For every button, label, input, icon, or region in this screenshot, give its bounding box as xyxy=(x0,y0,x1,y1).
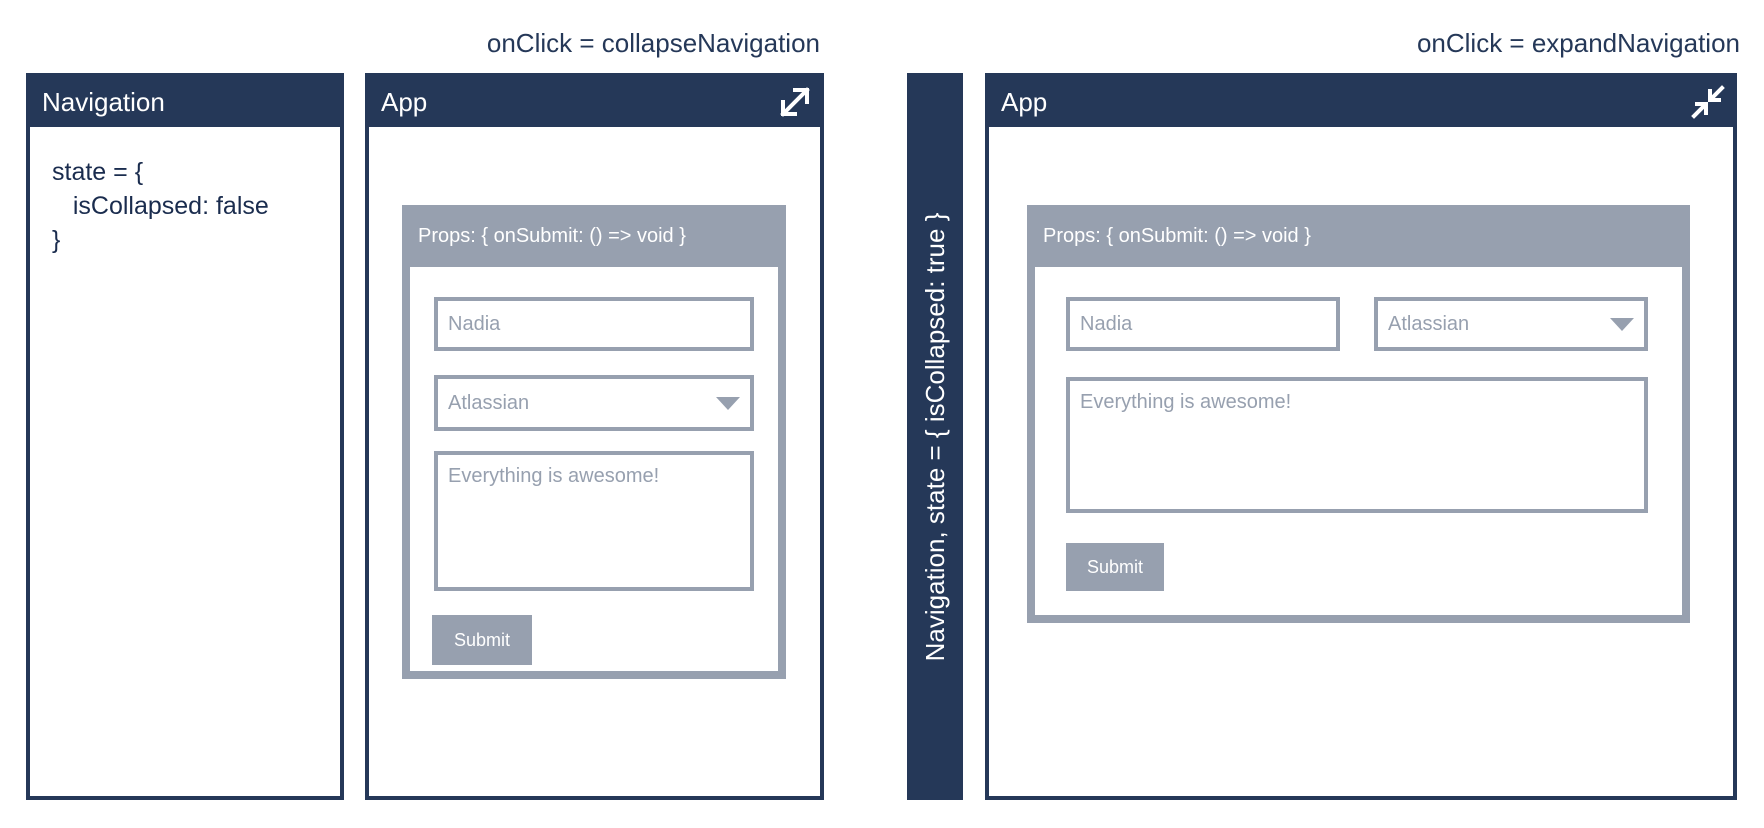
code-line: isCollapsed: false xyxy=(52,192,269,220)
message-textarea[interactable]: Everything is awesome! xyxy=(1066,377,1648,513)
props-label: Props: { onSubmit: () => void } xyxy=(402,205,786,267)
company-select[interactable]: Atlassian xyxy=(434,375,754,431)
app-panel-right: App Props: { onSubmit: () => void } Nadi… xyxy=(985,73,1737,800)
company-select-value: Atlassian xyxy=(448,391,530,414)
code-line: } xyxy=(52,226,61,254)
company-select-value: Atlassian xyxy=(1388,312,1470,335)
collapsed-navigation[interactable]: Navigation, state = { isCollapsed: true … xyxy=(907,73,963,800)
app-header: App xyxy=(989,77,1733,127)
navigation-title: Navigation xyxy=(42,87,165,117)
collapse-icon[interactable] xyxy=(1689,83,1727,121)
props-label: Props: { onSubmit: () => void } xyxy=(1027,205,1690,267)
navigation-header: Navigation xyxy=(30,77,340,127)
collapsed-navigation-label: Navigation, state = { isCollapsed: true … xyxy=(920,212,950,661)
app-title: App xyxy=(381,87,428,117)
chevron-down-icon xyxy=(1610,318,1634,331)
name-input[interactable]: Nadia xyxy=(1066,297,1340,351)
submit-button[interactable]: Submit xyxy=(1066,543,1164,591)
app-title: App xyxy=(1001,87,1048,117)
chevron-down-icon xyxy=(716,397,740,410)
navigation-panel: Navigation state = { isCollapsed: false … xyxy=(26,73,344,800)
app-panel-left: App Props: { onSubmit: () => void } Nadi… xyxy=(365,73,824,800)
caption-expand: onClick = expandNavigation xyxy=(1416,28,1740,58)
navigation-state-code: state = { isCollapsed: false } xyxy=(52,155,269,257)
form-card-left: Props: { onSubmit: () => void } Nadia At… xyxy=(402,205,786,679)
expand-icon[interactable] xyxy=(776,83,814,121)
caption-collapse: onClick = collapseNavigation xyxy=(486,28,820,58)
code-line: state = { xyxy=(52,158,144,186)
submit-button[interactable]: Submit xyxy=(432,615,532,665)
name-input[interactable]: Nadia xyxy=(434,297,754,351)
form-card-right: Props: { onSubmit: () => void } Nadia At… xyxy=(1027,205,1690,623)
app-header: App xyxy=(369,77,820,127)
company-select[interactable]: Atlassian xyxy=(1374,297,1648,351)
message-textarea[interactable]: Everything is awesome! xyxy=(434,451,754,591)
